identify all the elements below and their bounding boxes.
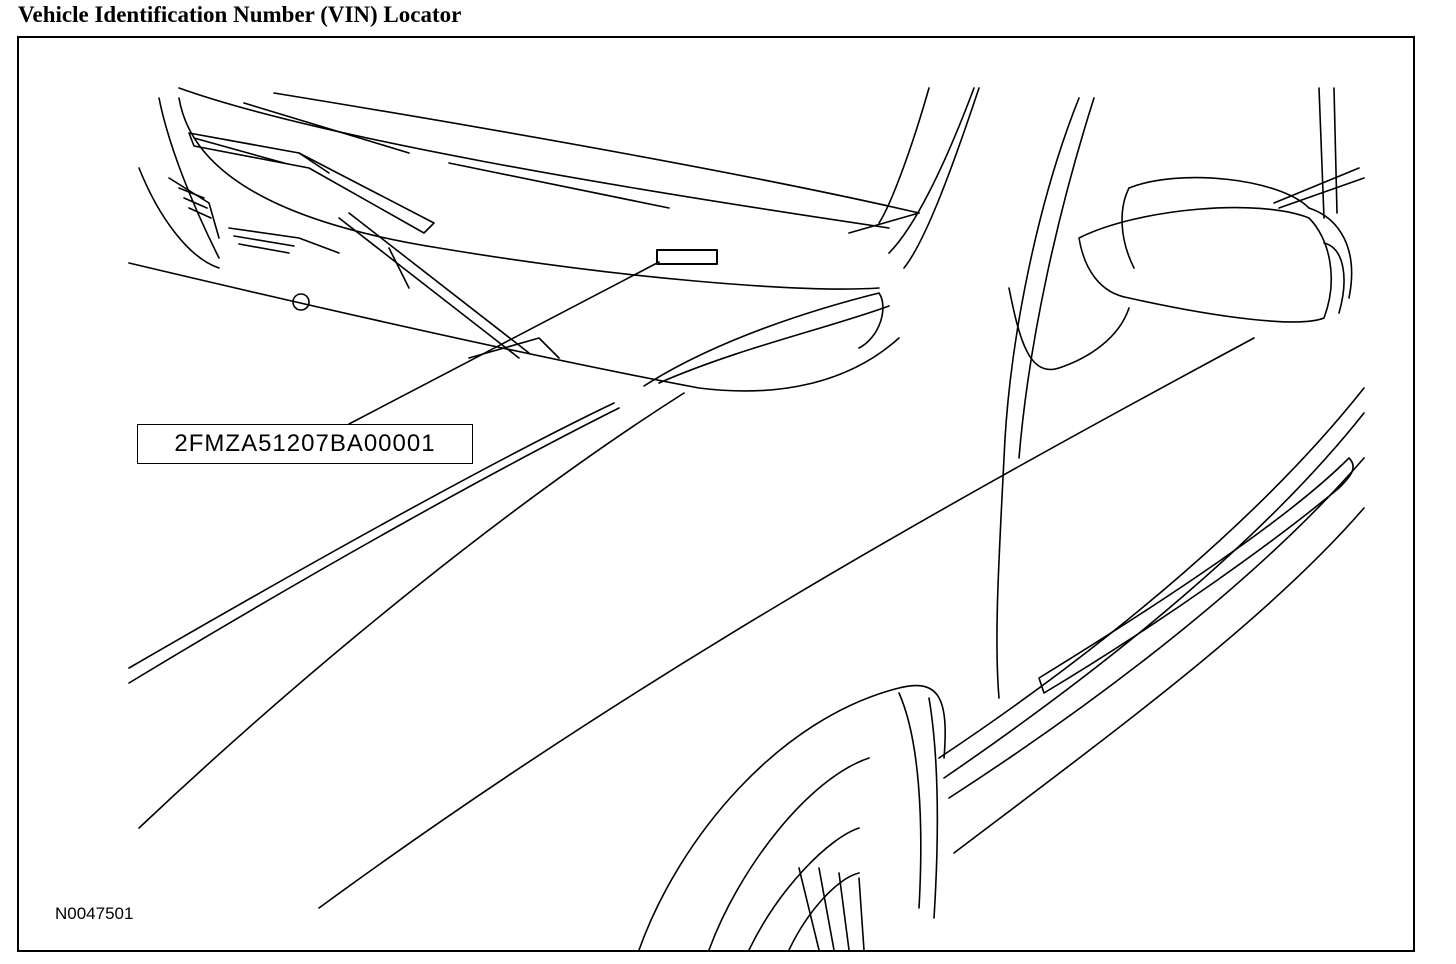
side-mirror	[1078, 206, 1332, 323]
vin-leader-line	[348, 261, 660, 425]
page-title: Vehicle Identification Number (VIN) Loca…	[18, 2, 462, 27]
wiper-blade	[338, 217, 520, 359]
cowl-grille	[158, 97, 220, 259]
body-side-line	[318, 337, 1255, 909]
door-front-edge	[996, 97, 1080, 699]
vehicle-line-drawing	[128, 87, 1365, 950]
wheel-arch	[638, 684, 946, 950]
figure-id: N0047501	[55, 904, 134, 923]
side-molding	[1038, 457, 1354, 694]
hood-edge	[128, 262, 900, 392]
hood-washer-nozzle	[292, 293, 310, 311]
vin-plate	[656, 249, 718, 265]
cowl-top	[178, 97, 880, 290]
windshield-lower-edge	[178, 87, 890, 229]
fender-crease-3	[138, 392, 685, 829]
a-pillar	[878, 87, 930, 224]
vin-callout-label: 2FMZA51207BA00001	[137, 424, 473, 464]
diagram-frame: 2FMZA51207BA00001 N0047501	[17, 36, 1415, 952]
fender-arch-line	[643, 292, 884, 387]
fender-crease-1	[128, 402, 615, 669]
fender-crease-2	[128, 407, 620, 684]
windshield-edge	[273, 92, 920, 214]
